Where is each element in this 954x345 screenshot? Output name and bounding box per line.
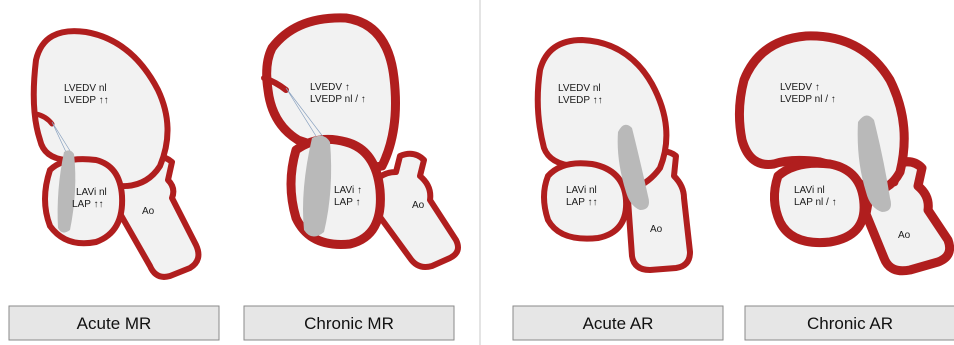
caption-chronic-mr: Chronic MR bbox=[244, 306, 454, 340]
lv-pressure-label: LVEDP nl / ↑ bbox=[310, 94, 366, 105]
aorta-label: Ao bbox=[898, 230, 911, 241]
la-pressure-label: LAP ↑↑ bbox=[72, 199, 104, 210]
lv-volume-label: LVEDV nl bbox=[64, 83, 107, 94]
aorta-label: Ao bbox=[412, 200, 425, 211]
aorta-label: Ao bbox=[650, 224, 663, 235]
acute-mr-panel: LVEDV nl LVEDP ↑↑ LAVi nl LAP ↑↑ Ao bbox=[34, 31, 199, 277]
caption-acute-ar-text: Acute AR bbox=[583, 314, 654, 333]
caption-chronic-ar-text: Chronic AR bbox=[807, 314, 893, 333]
caption-acute-ar: Acute AR bbox=[513, 306, 723, 340]
la-pressure-label: LAP nl / ↑ bbox=[794, 197, 837, 208]
lv-pressure-label: LVEDP ↑↑ bbox=[64, 95, 109, 106]
lv-volume-label: LVEDV ↑ bbox=[780, 82, 820, 93]
lv-pressure-label: LVEDP ↑↑ bbox=[558, 95, 603, 106]
la-volume-label: LAVi nl bbox=[566, 185, 597, 196]
aorta-label: Ao bbox=[142, 206, 155, 217]
la-volume-label: LAVi nl bbox=[794, 185, 825, 196]
caption-acute-mr-text: Acute MR bbox=[77, 314, 152, 333]
la-volume-label: LAVi nl bbox=[76, 187, 107, 198]
caption-acute-mr: Acute MR bbox=[9, 306, 219, 340]
la-pressure-label: LAP ↑ bbox=[334, 197, 361, 208]
lv-pressure-label: LVEDP nl / ↑ bbox=[780, 94, 836, 105]
lv-volume-label: LVEDV ↑ bbox=[310, 82, 350, 93]
acute-ar-panel: LVEDV nl LVEDP ↑↑ LAVi nl LAP ↑↑ Ao bbox=[538, 40, 690, 270]
caption-chronic-mr-text: Chronic MR bbox=[304, 314, 394, 333]
caption-chronic-ar: Chronic AR bbox=[745, 306, 954, 340]
la-pressure-label: LAP ↑↑ bbox=[566, 197, 598, 208]
lv-volume-label: LVEDV nl bbox=[558, 83, 601, 94]
la-volume-label: LAVi ↑ bbox=[334, 185, 362, 196]
chronic-mr-panel: LVEDV ↑ LVEDP nl / ↑ LAVi ↑ LAP ↑ Ao bbox=[264, 18, 458, 267]
chronic-ar-panel: LVEDV ↑ LVEDP nl / ↑ LAVi nl LAP nl / ↑ … bbox=[739, 36, 949, 271]
